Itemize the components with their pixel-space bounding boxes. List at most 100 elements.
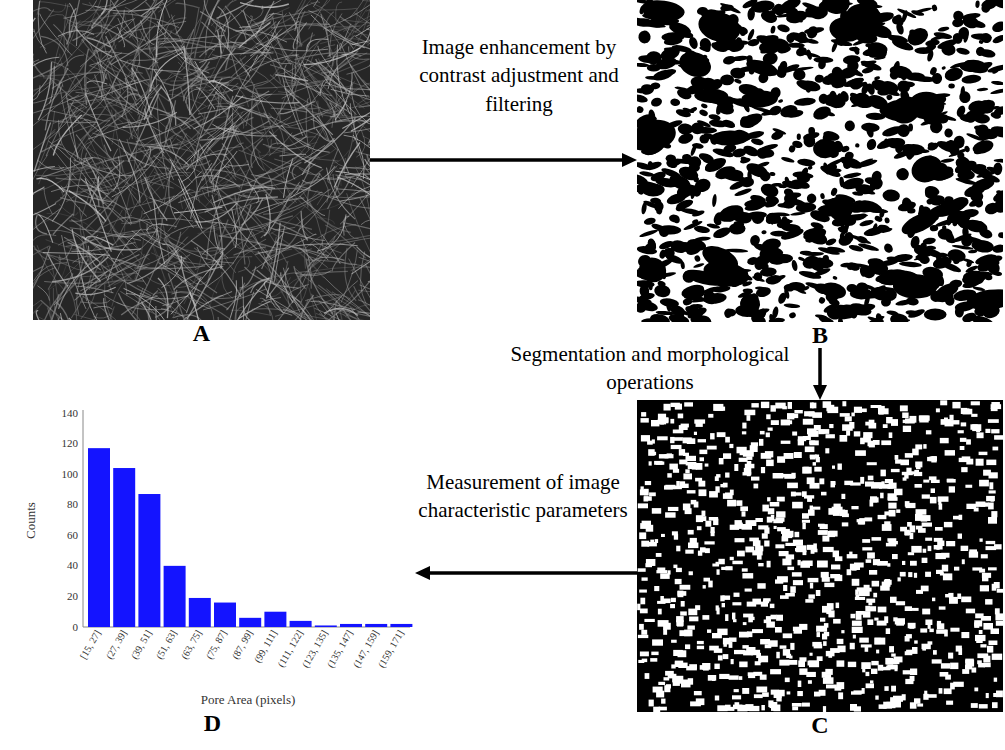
fiber [179, 130, 216, 149]
fiber [347, 65, 371, 74]
fiber [33, 219, 52, 247]
fiber [251, 84, 254, 138]
pore-blob [967, 270, 977, 277]
fiber [239, 150, 297, 176]
fiber [231, 34, 278, 78]
pore-blob [637, 298, 659, 313]
fiber [210, 147, 241, 154]
fiber [269, 133, 292, 156]
pore-blob [715, 104, 722, 115]
pore-blob [712, 194, 718, 207]
fiber [197, 292, 214, 320]
fiber [353, 135, 364, 179]
fiber [194, 56, 246, 80]
fiber [347, 193, 370, 259]
fiber [306, 71, 353, 130]
fiber [33, 194, 34, 220]
fiber [241, 171, 286, 191]
fiber [369, 85, 370, 144]
fiber [313, 0, 356, 7]
pore-blob [991, 19, 1003, 34]
pore-blob [874, 215, 884, 223]
pore-blob [781, 156, 795, 164]
pore-blob [905, 309, 921, 316]
fiber [33, 166, 55, 188]
pore-blob [638, 188, 645, 195]
pore-blob [677, 132, 695, 146]
fiber [46, 101, 74, 156]
fiber [107, 61, 138, 84]
fiber [351, 246, 370, 275]
fiber [344, 158, 354, 181]
fiber [68, 21, 81, 53]
fiber [48, 141, 93, 187]
fiber [251, 139, 263, 168]
fiber [207, 200, 221, 260]
fiber [292, 162, 301, 179]
flow-arrow [370, 153, 637, 167]
fiber [320, 39, 369, 45]
fiber [356, 130, 365, 157]
fiber [171, 256, 221, 314]
fiber [301, 238, 311, 289]
pore-blob [978, 40, 983, 45]
fiber [228, 32, 260, 49]
fiber [318, 62, 347, 93]
fiber [53, 214, 73, 235]
fiber [37, 160, 64, 170]
fiber [299, 11, 305, 46]
pore-blob [770, 25, 776, 34]
pore-blob [849, 47, 860, 52]
fiber [36, 311, 44, 320]
fiber [164, 318, 178, 320]
fiber [352, 83, 369, 123]
fiber [339, 168, 370, 185]
fiber [120, 217, 169, 236]
fiber [98, 82, 137, 97]
fiber [69, 191, 106, 222]
pore-blob [928, 119, 944, 135]
pore-blob [775, 217, 792, 231]
fiber [291, 244, 358, 247]
fiber [133, 129, 164, 168]
fiber [152, 175, 179, 186]
arrow-head [813, 385, 827, 400]
pore-blob [664, 47, 676, 51]
fiber [38, 1, 46, 53]
fiber [120, 291, 156, 311]
pore-blob [991, 33, 1003, 44]
fiber [60, 198, 111, 209]
fiber [197, 77, 228, 83]
fiber [246, 146, 299, 188]
fiber [38, 111, 55, 170]
fiber [89, 66, 107, 80]
pore-blob [845, 120, 856, 131]
fiber [36, 178, 64, 192]
pore-blob [990, 87, 1003, 95]
fiber [74, 271, 107, 300]
fiber [184, 46, 190, 115]
fiber [258, 164, 316, 188]
fiber [324, 281, 358, 316]
fiber [294, 26, 353, 67]
pore-blob [777, 292, 788, 305]
fiber [33, 204, 56, 215]
fiber [322, 234, 340, 264]
fiber [239, 13, 274, 28]
pore-blob [998, 232, 1003, 239]
fiber [50, 145, 76, 179]
fiber [93, 306, 112, 309]
fiber [361, 219, 370, 225]
fiber [156, 25, 207, 78]
fiber [231, 310, 270, 315]
fiber [94, 11, 119, 54]
pore-blob [794, 97, 817, 107]
pore-blob [731, 55, 749, 62]
fiber [95, 88, 150, 138]
panel-letter: A [33, 320, 370, 346]
fiber [263, 144, 305, 149]
fiber [179, 179, 200, 227]
pore-blob [953, 257, 960, 264]
fiber [309, 0, 330, 29]
pore-blob [961, 74, 982, 85]
